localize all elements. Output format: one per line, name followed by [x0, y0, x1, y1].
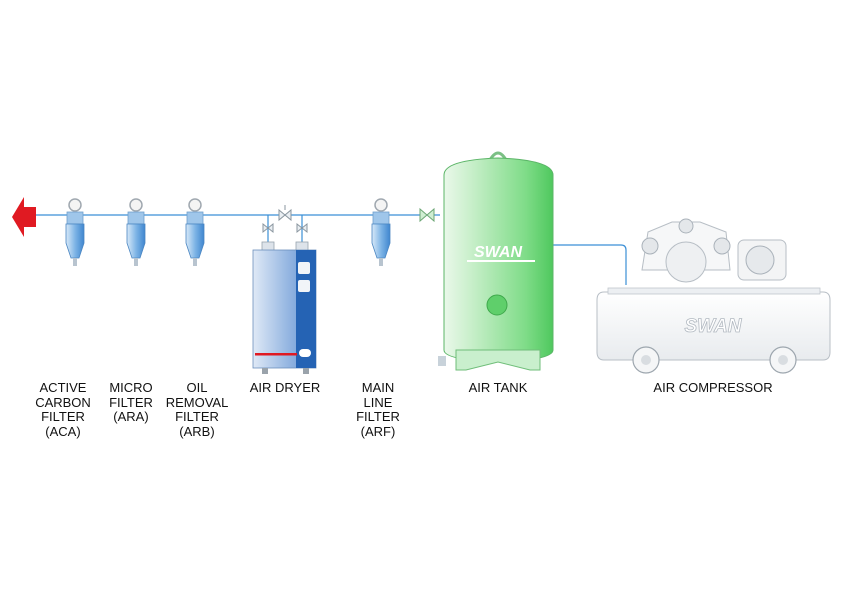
- label-oil-removal-filter: OIL REMOVAL FILTER (ARB): [165, 380, 229, 439]
- tank-brand-logo: SWAN: [474, 244, 522, 261]
- air-compressor: SWAN: [596, 218, 831, 374]
- manhole-icon: [486, 294, 508, 316]
- tank-to-compressor-pipe: [553, 244, 627, 285]
- dryer-inlet-valve-icon: [262, 222, 274, 234]
- filter-ara: [126, 198, 146, 266]
- pressure-gauge-icon: [129, 198, 143, 212]
- air-dryer: [252, 241, 317, 374]
- label-main-line-filter: MAIN LINE FILTER (ARF): [356, 380, 400, 439]
- compressor-brand-logo: SWAN: [685, 316, 743, 337]
- filter-arb: [185, 198, 205, 266]
- pressure-gauge-icon: [374, 198, 388, 212]
- label-air-tank: AIR TANK: [468, 380, 528, 395]
- valve-icons: [262, 205, 435, 234]
- label-air-dryer: AIR DRYER: [249, 380, 321, 395]
- tank-outlet-valve-icon: [419, 207, 435, 223]
- label-active-carbon-filter: ACTIVE CARBON FILTER (ACA): [35, 380, 91, 439]
- filter-arf: [371, 198, 391, 266]
- label-micro-filter: MICRO FILTER (ARA): [109, 380, 153, 424]
- bypass-valve-icon: [278, 208, 292, 222]
- pressure-gauge-icon: [188, 198, 202, 212]
- red-left-arrow-icon: [12, 197, 36, 237]
- pressure-gauge-icon: [68, 198, 82, 212]
- filter-aca: [65, 198, 85, 266]
- dryer-outlet-valve-icon: [296, 222, 308, 234]
- label-air-compressor: AIR COMPRESSOR: [653, 380, 773, 395]
- air-tank: SWAN: [438, 151, 554, 371]
